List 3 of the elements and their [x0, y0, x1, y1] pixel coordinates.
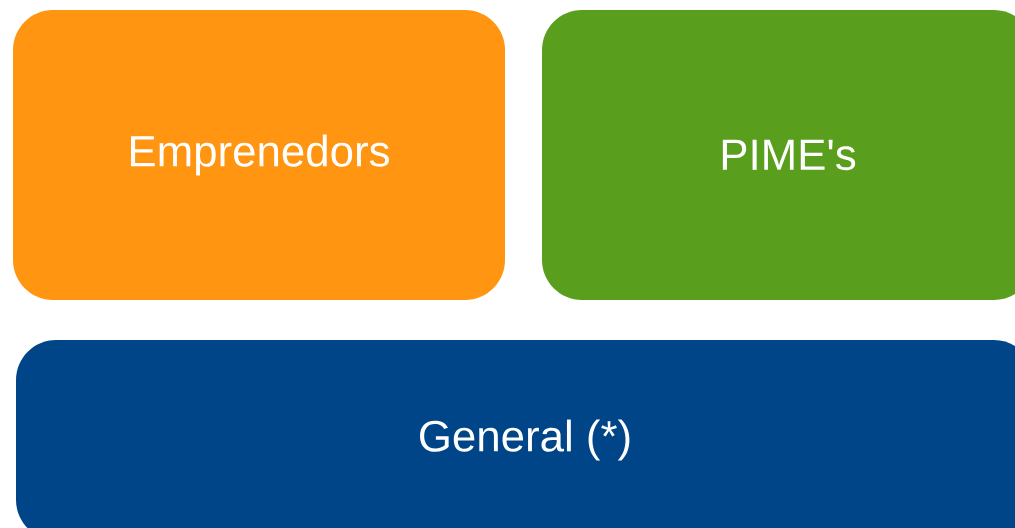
rounded-box: General (*) [16, 340, 1015, 528]
rounded-box: PIME's [542, 10, 1015, 300]
rounded-box: Emprenedors [13, 10, 505, 300]
